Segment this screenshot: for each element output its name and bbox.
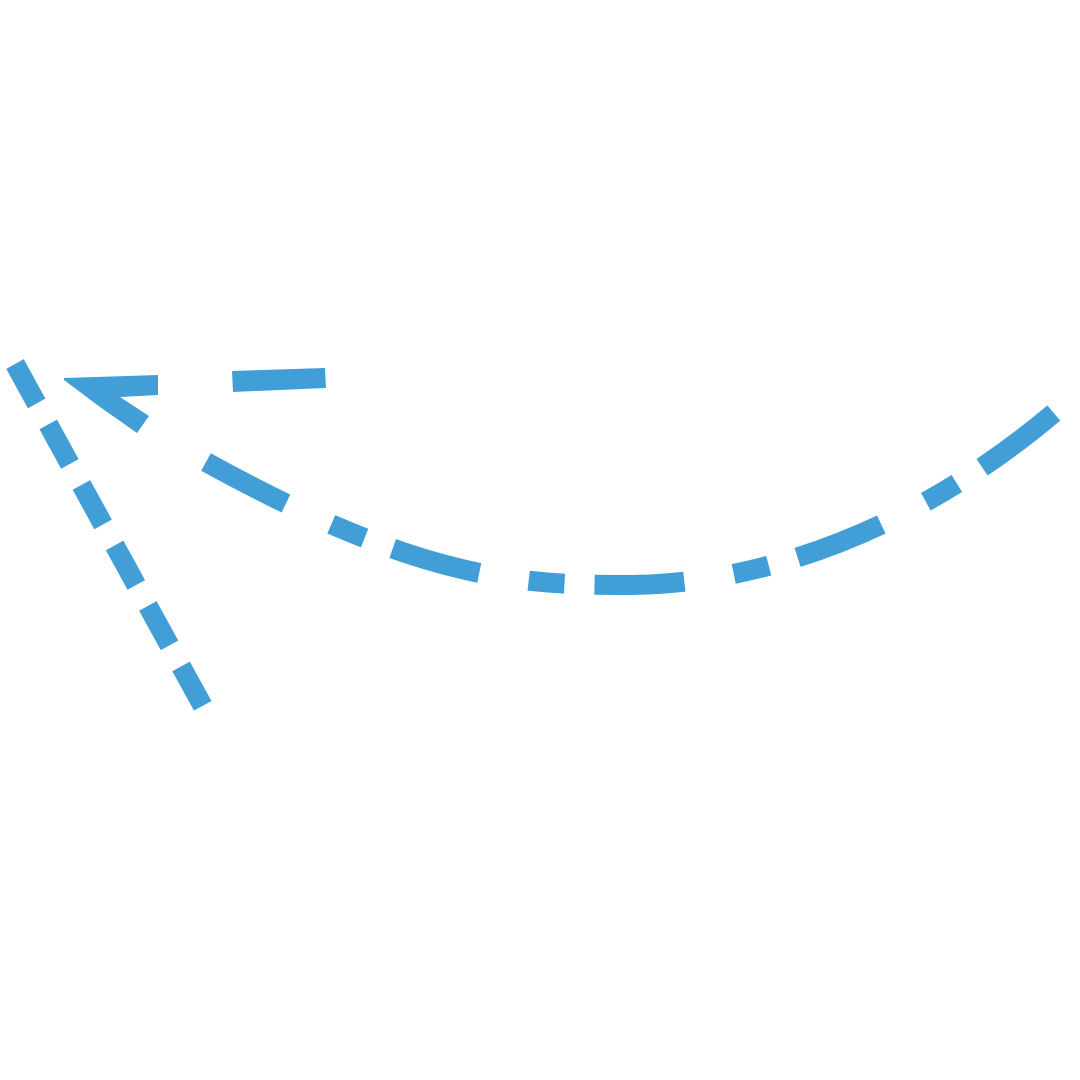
arrowhead-icon bbox=[64, 368, 326, 433]
left-dashed-trail bbox=[6, 359, 214, 715]
curved-dashed-trail bbox=[201, 390, 1078, 595]
